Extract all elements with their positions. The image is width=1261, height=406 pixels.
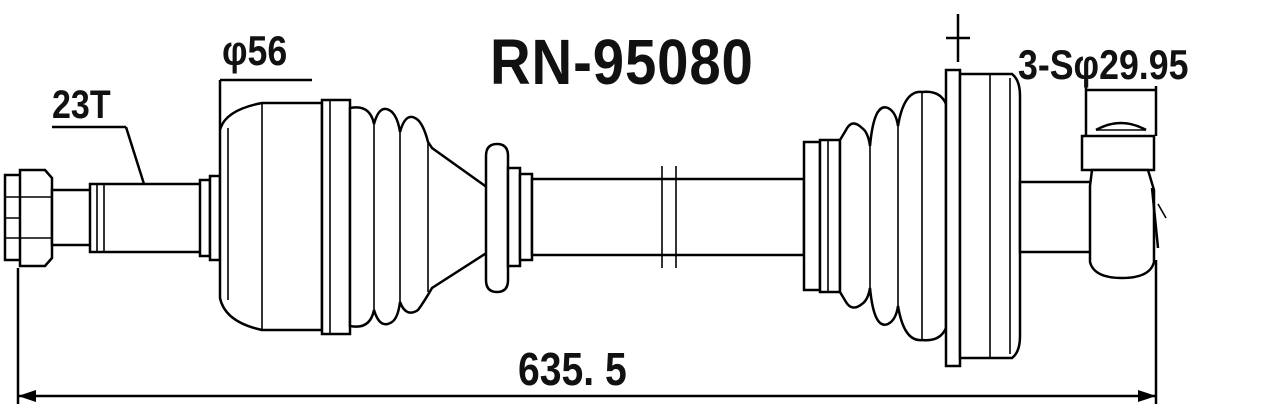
- overall-length-dimension: [16, 260, 1158, 404]
- tripod-shaft: [1018, 180, 1094, 254]
- stub-collar: [198, 174, 222, 262]
- spline-count-label: 23T: [52, 83, 111, 127]
- threaded-stub: [50, 182, 204, 254]
- outer-boot: [348, 106, 490, 328]
- hex-nut: [3, 168, 54, 268]
- tripod-roller: [1080, 121, 1167, 280]
- bolt-spec-label: 3-Sφ29.95: [1018, 41, 1189, 88]
- overall-length-label: 635. 5: [518, 343, 627, 395]
- boot-clamp-small: [484, 142, 534, 294]
- outer-diameter-label: φ56: [222, 27, 288, 74]
- inner-boot: [838, 90, 948, 342]
- tripod-housing: [958, 72, 1022, 360]
- outer-cv-housing: [218, 101, 324, 332]
- inner-clamp-stack: [802, 138, 842, 294]
- boot-clamp-large: [320, 98, 352, 336]
- intermediate-shaft: [530, 166, 806, 268]
- part-number-label: RN-95080: [490, 26, 754, 98]
- annotation-leaders: [52, 78, 1158, 185]
